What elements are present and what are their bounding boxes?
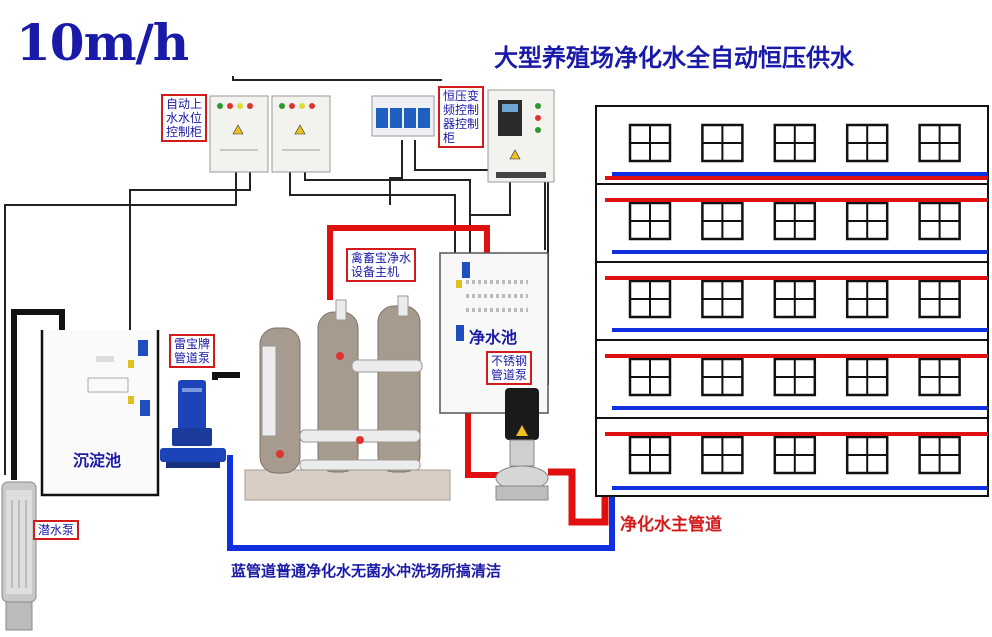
- pipeline-pump-left: [160, 380, 226, 468]
- sediment-tank: [40, 330, 160, 497]
- building: [595, 105, 989, 497]
- clean-water-tank: [439, 252, 549, 414]
- cabinet-auto-level-1: [209, 95, 269, 173]
- callout-stainless-pump: 不锈钢 管道泵: [486, 351, 533, 385]
- submersible-outlet-pipe: [11, 309, 65, 480]
- circuit-breaker: [371, 95, 435, 137]
- submersible-pump: [1, 481, 37, 631]
- purifier-host: [244, 295, 451, 501]
- callout-purifier-host: 禽畜宝净水 设备主机: [346, 248, 417, 282]
- stainless-pipeline-pump: [495, 388, 549, 501]
- blue-pipe-caption: 蓝管道普通净化水无菌水冲洗场所搞清洁: [231, 562, 502, 580]
- diagram-title: 大型养殖场净化水全自动恒压供水: [494, 44, 854, 72]
- cabinet-vfd: [487, 89, 555, 183]
- main-pipe-label: 净化水主管道: [620, 515, 722, 535]
- cabinet-auto-level-2: [271, 95, 331, 173]
- clean-tank-label: 净水池: [469, 328, 518, 347]
- pump-to-purifier-pipe: [212, 372, 240, 380]
- callout-auto-level-cabinet: 自动上 水水位 控制柜: [161, 94, 208, 142]
- callout-pipeline-pump: 雷宝牌 管道泵: [169, 334, 216, 368]
- callout-submersible-pump: 潜水泵: [33, 520, 80, 540]
- purifier-to-clean-tank-red-pipe: [327, 225, 490, 300]
- flow-rate-label: 10m/h: [16, 13, 189, 72]
- callout-vfd-cabinet: 恒压变 频控制 器控制 柜: [438, 86, 485, 148]
- sediment-tank-label: 沉淀池: [73, 451, 122, 470]
